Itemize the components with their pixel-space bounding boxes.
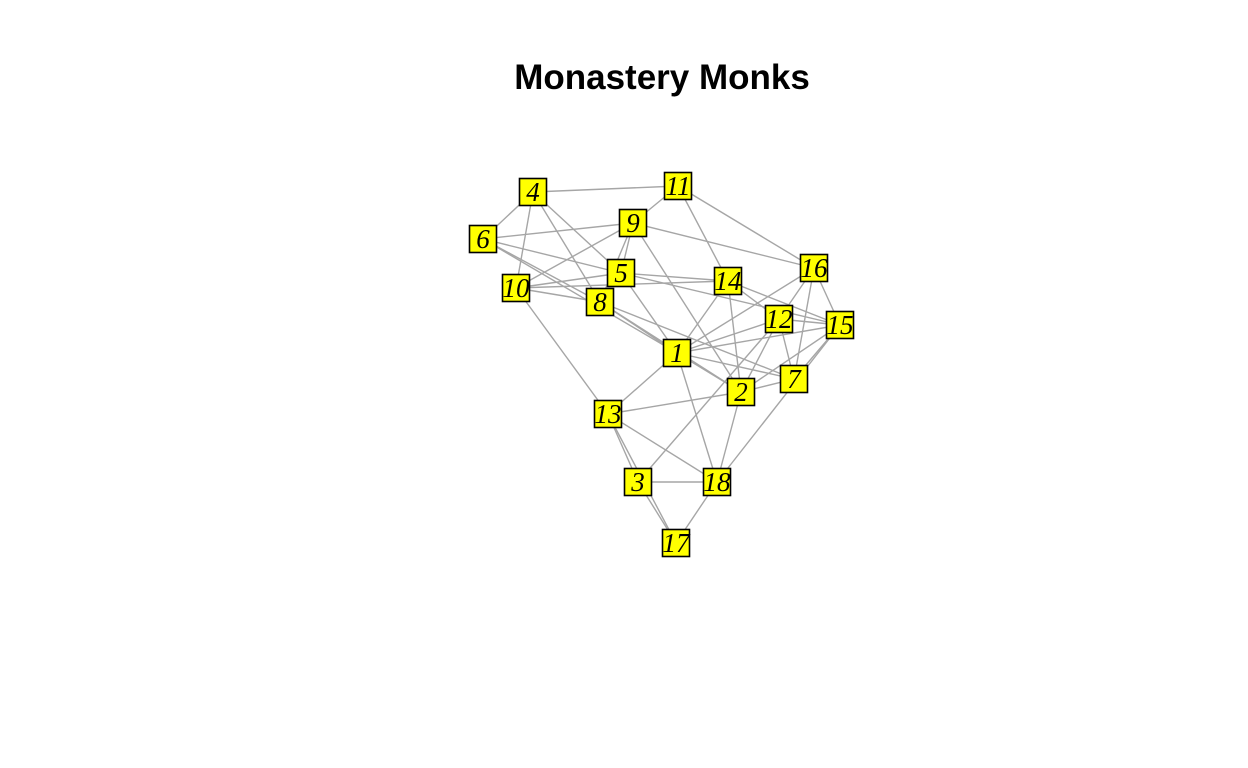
- node-box: [779, 364, 809, 394]
- edge-13-18: [607, 413, 718, 483]
- edge-10-13: [515, 287, 609, 415]
- edge-6-5: [482, 238, 622, 274]
- node-box: [623, 467, 653, 497]
- node-box: [518, 177, 548, 207]
- edge-11-16: [677, 185, 815, 269]
- node-label: 8: [593, 287, 607, 317]
- edge-10-9: [515, 222, 634, 289]
- node-2: 2: [726, 377, 756, 407]
- node-label: 14: [715, 266, 742, 296]
- node-5: 5: [606, 258, 636, 288]
- edge-10-5: [515, 272, 622, 289]
- node-label: 7: [787, 364, 802, 394]
- node-label: 16: [801, 253, 829, 283]
- node-label: 5: [614, 258, 628, 288]
- node-18: 18: [702, 467, 732, 497]
- node-label: 9: [626, 208, 640, 238]
- node-1: 1: [662, 338, 692, 368]
- edge-4-8: [532, 191, 601, 303]
- edge-4-10: [515, 191, 534, 289]
- edge-5-14: [620, 272, 729, 282]
- node-14: 14: [713, 266, 743, 296]
- edge-16-1: [676, 267, 815, 354]
- node-box: [662, 338, 692, 368]
- node-12: 12: [764, 304, 794, 334]
- node-box: [661, 528, 691, 558]
- node-6: 6: [468, 224, 498, 254]
- node-10: 10: [501, 273, 531, 303]
- node-9: 9: [618, 208, 648, 238]
- edge-9-16: [632, 222, 815, 269]
- node-box: [606, 258, 636, 288]
- node-label: 10: [503, 273, 531, 303]
- node-box: [585, 287, 615, 317]
- node-label: 1: [670, 338, 684, 368]
- edge-6-1: [482, 238, 678, 354]
- node-8: 8: [585, 287, 615, 317]
- edge-11-14: [677, 185, 729, 282]
- node-box: [726, 377, 756, 407]
- node-label: 12: [766, 304, 793, 334]
- node-box: [593, 399, 623, 429]
- node-box: [825, 310, 855, 340]
- node-box: [799, 253, 829, 283]
- node-box: [702, 467, 732, 497]
- node-box: [764, 304, 794, 334]
- edge-6-8: [482, 238, 601, 303]
- node-17: 17: [661, 528, 692, 558]
- node-label: 13: [595, 399, 622, 429]
- node-box: [501, 273, 531, 303]
- node-label: 15: [827, 310, 854, 340]
- edge-15-2: [740, 324, 841, 393]
- edge-4-11: [532, 185, 679, 193]
- edge-16-7: [793, 267, 815, 380]
- edge-6-9: [482, 222, 634, 240]
- node-11: 11: [663, 171, 693, 201]
- node-label: 11: [666, 171, 691, 201]
- node-label: 3: [630, 467, 645, 497]
- node-3: 3: [623, 467, 653, 497]
- edge-15-1: [676, 324, 841, 354]
- node-7: 7: [779, 364, 809, 394]
- edge-4-5: [532, 191, 622, 274]
- edge-2-13: [607, 391, 742, 415]
- node-13: 13: [593, 399, 623, 429]
- diagram-title: Monastery Monks: [514, 58, 810, 97]
- node-label: 18: [704, 467, 732, 497]
- edge-1-18: [676, 352, 718, 483]
- edge-12-1: [676, 318, 780, 354]
- node-4: 4: [518, 177, 548, 207]
- edge-14-15: [727, 280, 841, 326]
- node-box: [713, 266, 743, 296]
- node-box: [468, 224, 498, 254]
- edge-14-2: [727, 280, 742, 393]
- node-label: 2: [734, 377, 748, 407]
- node-box: [618, 208, 648, 238]
- edge-12-3: [637, 318, 780, 483]
- node-label: 4: [526, 177, 540, 207]
- edge-15-18: [716, 324, 841, 483]
- node-16: 16: [799, 253, 829, 283]
- edge-2-18: [716, 391, 742, 483]
- node-label: 6: [476, 224, 490, 254]
- node-box: [663, 171, 693, 201]
- node-15: 15: [825, 310, 855, 340]
- edge-1-7: [676, 352, 795, 380]
- node-label: 17: [663, 528, 692, 558]
